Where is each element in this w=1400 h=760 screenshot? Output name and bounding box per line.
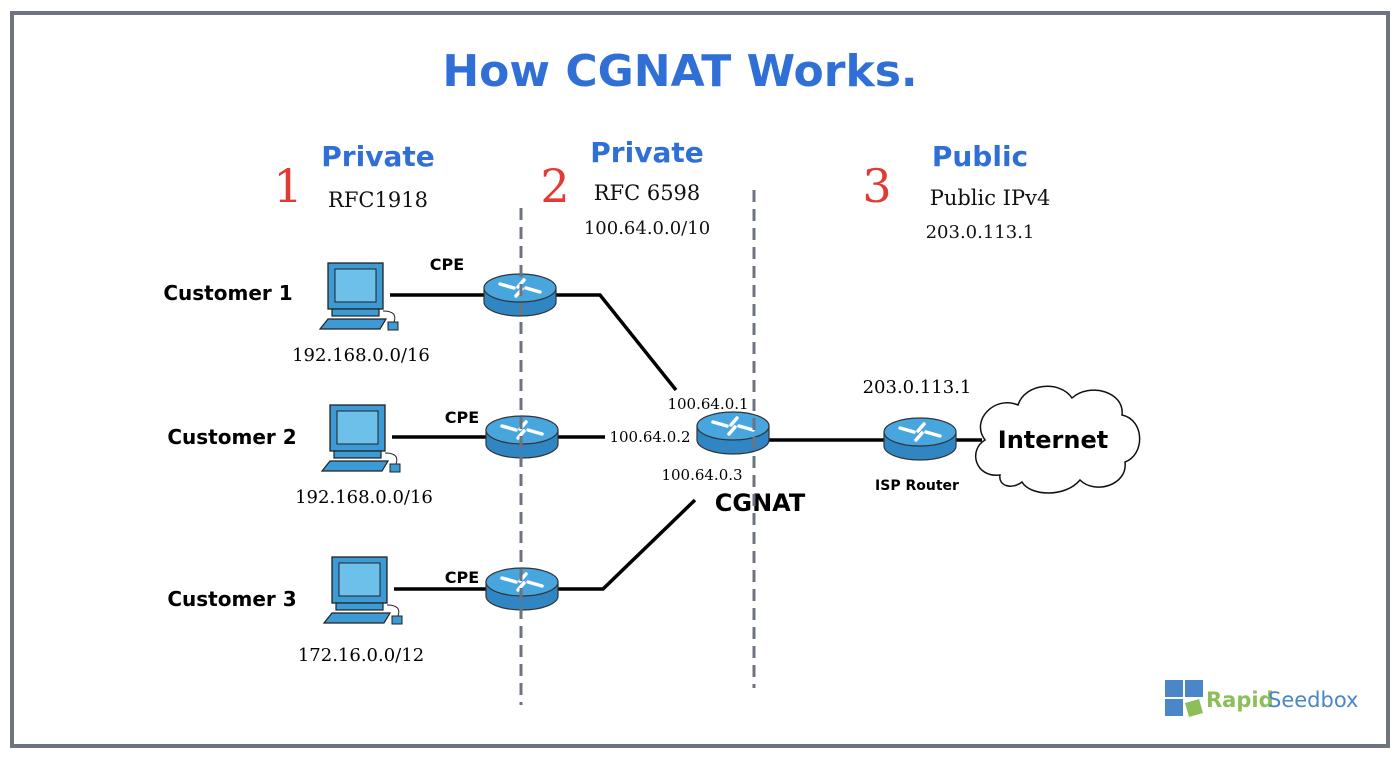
isp-ip: 203.0.113.1 <box>863 377 972 398</box>
cgnat-ip-1: 100.64.0.1 <box>667 395 748 413</box>
rapidseedbox-logo: Rapid Seedbox <box>1165 680 1358 717</box>
cpe-label: CPE <box>445 408 479 427</box>
customer-network: 192.168.0.0/16 <box>295 487 433 508</box>
customer-2: Customer 2 192.168.0.0/16 CPE <box>167 404 560 508</box>
zone-3: 3 Public Public IPv4 203.0.113.1 <box>862 140 1050 243</box>
cgnat-label: CGNAT <box>715 489 806 517</box>
frame <box>10 11 1390 748</box>
zone-label: Public <box>932 140 1028 173</box>
customer-label: Customer 2 <box>167 425 296 449</box>
cgnat-ip-3: 100.64.0.3 <box>661 466 742 484</box>
zone-label: Private <box>321 140 434 173</box>
customer-label: Customer 3 <box>167 587 296 611</box>
zone-number: 2 <box>540 159 569 213</box>
customer-label: Customer 1 <box>163 281 292 305</box>
logo-text-2: Seedbox <box>1268 688 1358 712</box>
customer-1: Customer 1 192.168.0.0/16 CPE <box>163 255 558 366</box>
cloud-icon <box>975 385 1141 494</box>
customer-network: 192.168.0.0/16 <box>292 345 430 366</box>
cgnat: 100.64.0.1 100.64.0.2 100.64.0.3 CGNAT <box>609 395 805 517</box>
internet: Internet <box>975 385 1141 494</box>
cpe-label: CPE <box>445 568 479 587</box>
link <box>558 498 697 591</box>
customer-network: 172.16.0.0/12 <box>298 645 424 666</box>
isp-router: 203.0.113.1 ISP Router <box>863 377 972 494</box>
customer-3: Customer 3 172.16.0.0/12 CPE <box>167 556 560 666</box>
zone-2: 2 Private RFC 6598 100.64.0.0/10 <box>540 136 710 239</box>
links <box>390 293 982 591</box>
link <box>556 293 678 392</box>
zone-range: 203.0.113.1 <box>926 222 1035 243</box>
logo-text-1: Rapid <box>1206 688 1274 712</box>
zone-spec: RFC 6598 <box>594 181 701 205</box>
zone-number: 1 <box>273 159 302 213</box>
zone-spec: RFC1918 <box>328 188 428 212</box>
cpe-label: CPE <box>430 255 464 274</box>
diagram-title: How CGNAT Works. <box>442 46 917 97</box>
cgnat-router-icon <box>695 410 771 456</box>
isp-router-icon <box>882 416 958 462</box>
zone-number: 3 <box>862 159 891 213</box>
zone-1: 1 Private RFC1918 <box>273 140 434 213</box>
zone-label: Private <box>590 136 703 169</box>
cgnat-ip-2: 100.64.0.2 <box>609 428 690 446</box>
isp-label: ISP Router <box>875 478 959 494</box>
zone-spec: Public IPv4 <box>930 186 1051 210</box>
internet-label: Internet <box>998 426 1108 454</box>
zone-range: 100.64.0.0/10 <box>584 218 710 239</box>
